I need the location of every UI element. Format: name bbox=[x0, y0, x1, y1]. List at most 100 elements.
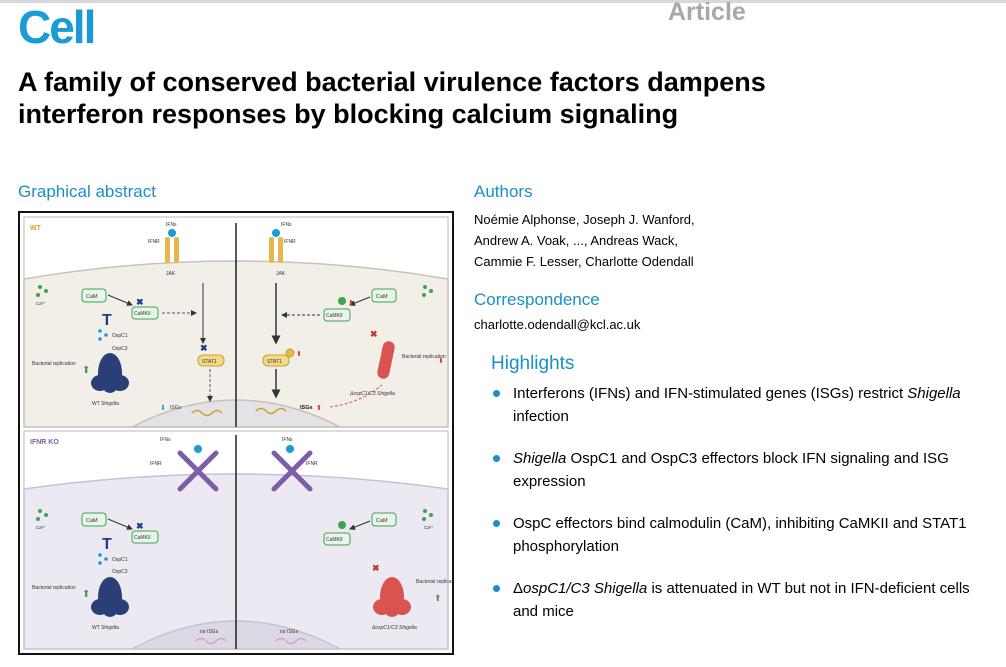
cam-box bbox=[371, 288, 397, 303]
ospc-inhibitor-icon: T bbox=[102, 312, 112, 329]
up-arrow-icon: ⬆ bbox=[348, 299, 354, 307]
cam-arrow bbox=[107, 294, 133, 306]
authors-line: Andrew A. Voak, ..., Andreas Wack, bbox=[474, 233, 679, 248]
stat1-box bbox=[197, 354, 225, 367]
ifns-label: IFNs bbox=[160, 437, 171, 443]
stat1-box bbox=[262, 354, 290, 367]
bullet-dot bbox=[493, 585, 500, 592]
wt-shigella-icon bbox=[111, 375, 129, 391]
cam-arrow bbox=[349, 520, 371, 530]
wt-shigella-icon bbox=[111, 599, 129, 615]
wt-shigella-label: WT Shigella bbox=[92, 401, 119, 407]
up-arrow-icon: ⬆ bbox=[316, 404, 322, 412]
ospc3-label: OspC3 bbox=[112, 569, 128, 575]
ospc-dot bbox=[98, 329, 102, 333]
jak-label: JAK bbox=[166, 271, 176, 277]
top-rule bbox=[0, 0, 1006, 3]
ifn-molecule-icon bbox=[272, 229, 280, 237]
graphical-abstract-heading: Graphical abstract bbox=[18, 182, 156, 201]
up-arrow-icon: ⬆ bbox=[296, 350, 302, 358]
journal-logo: Cell bbox=[18, 1, 96, 53]
calcium-dot bbox=[36, 517, 40, 521]
camkii-label: CaMKII bbox=[134, 535, 151, 541]
calcium-dot bbox=[44, 513, 48, 517]
calcium-dot bbox=[38, 509, 42, 513]
ifnr-receptor-icon bbox=[174, 237, 179, 263]
mutant-shigella-label: ΔospC1/C3 Shigella bbox=[349, 391, 395, 397]
camkii-box bbox=[323, 308, 351, 322]
no-isgs-label: no ISGs bbox=[280, 629, 299, 635]
camkii-label: CaMKII bbox=[326, 537, 343, 543]
mutant-shigella-icon bbox=[373, 599, 391, 615]
ko-receptor-cross-icon bbox=[177, 450, 219, 492]
graphical-abstract-svg: WT IFNs IFNR JAK IFNs IFNR JAK Ca²⁺ CaM bbox=[23, 216, 452, 650]
highlight-item: Interferons (IFNs) and IFN-stimulated ge… bbox=[491, 382, 991, 447]
isgs-label: ISGs bbox=[300, 405, 313, 411]
ko-label: IFNR KO bbox=[30, 439, 59, 446]
stat1-label: STAT1 bbox=[202, 359, 217, 365]
ospc1-label: OspC1 bbox=[112, 333, 128, 339]
ifnr-receptor-icon bbox=[269, 237, 274, 263]
article-title: A family of conserved bacterial virulenc… bbox=[18, 67, 766, 129]
dna-icon bbox=[195, 637, 227, 645]
bullet-dot bbox=[493, 520, 500, 527]
ifns-label: IFNs bbox=[282, 437, 293, 443]
cam-label: CaM bbox=[86, 294, 98, 300]
highlights-heading: Highlights bbox=[491, 353, 575, 374]
ospc-inhibitor-icon: T bbox=[102, 536, 112, 553]
ifnr-receptor-icon bbox=[278, 237, 283, 263]
wt-shigella-label: WT Shigella bbox=[92, 625, 119, 631]
calcium-label: Ca²⁺ bbox=[36, 525, 46, 530]
no-effector-x-icon: ✖ bbox=[370, 329, 378, 339]
replication-label: Bacterial replication bbox=[402, 354, 446, 360]
cam-box bbox=[81, 512, 107, 527]
down-arrow-icon: ⬇ bbox=[438, 357, 444, 365]
jak-label: JAK bbox=[276, 271, 286, 277]
ospc-dot bbox=[98, 337, 102, 341]
correspondence-email[interactable]: charlotte.odendall@kcl.ac.uk bbox=[474, 317, 641, 332]
cam-box bbox=[371, 512, 397, 527]
ifn-molecule-icon bbox=[286, 445, 294, 453]
restriction-dashed-arrow bbox=[329, 384, 383, 408]
calcium-dot bbox=[38, 285, 42, 289]
ospc-dot bbox=[104, 557, 108, 561]
replication-label: Bacterial replication bbox=[32, 585, 76, 591]
ifn-molecule-icon bbox=[168, 229, 176, 237]
up-arrow-icon: ⬆ bbox=[82, 365, 90, 376]
highlight-item: OspC effectors bind calmodulin (CaM), in… bbox=[491, 512, 991, 577]
cam-label: CaM bbox=[376, 518, 388, 524]
phospho-icon bbox=[338, 297, 346, 305]
ifnr-label: IFNR bbox=[284, 239, 296, 245]
highlight-item: Shigella OspC1 and OspC3 effectors block… bbox=[491, 447, 991, 512]
isgs-label: ISGs bbox=[170, 405, 182, 411]
correspondence-heading: Correspondence bbox=[474, 290, 600, 309]
phospho-icon bbox=[338, 521, 346, 529]
calcium-dot bbox=[429, 513, 433, 517]
authors-heading: Authors bbox=[474, 182, 533, 201]
ospc1-label: OspC1 bbox=[112, 557, 128, 563]
calcium-dot bbox=[44, 289, 48, 293]
mutant-shigella-icon bbox=[393, 599, 411, 615]
wt-panel: WT IFNs IFNR JAK IFNs IFNR JAK Ca²⁺ CaM bbox=[23, 216, 449, 428]
camkii-label: CaMKII bbox=[134, 311, 151, 317]
article-type-label: Article bbox=[668, 0, 746, 26]
camkii-label: CaMKII bbox=[326, 313, 343, 319]
cam-arrow bbox=[349, 296, 371, 306]
ifnr-ko-panel: IFNR KO IFNs IFNR IFNs IFNR Ca²⁺ CaM T C… bbox=[23, 430, 452, 650]
ifnr-receptor-icon bbox=[165, 237, 170, 263]
calcium-dot bbox=[423, 509, 427, 513]
up-arrow-icon: ⬆ bbox=[434, 593, 442, 603]
ifnr-label: IFNR bbox=[148, 239, 160, 245]
down-arrow-icon: ⬇ bbox=[160, 404, 166, 412]
calcium-label: Ca²⁺ bbox=[36, 301, 46, 306]
blocked-x-icon: ✖ bbox=[136, 297, 144, 307]
ospc-dot bbox=[98, 553, 102, 557]
ifn-molecule-icon bbox=[194, 445, 202, 453]
camkii-box bbox=[131, 306, 159, 320]
blocked-x-icon: ✖ bbox=[200, 343, 208, 353]
authors-line: Cammie F. Lesser, Charlotte Odendall bbox=[474, 254, 694, 269]
camkii-box bbox=[131, 530, 159, 544]
highlight-item: ΔospC1/C3 Shigella is attenuated in WT b… bbox=[491, 577, 991, 642]
graphical-abstract-figure: WT IFNs IFNR JAK IFNs IFNR JAK Ca²⁺ CaM bbox=[18, 211, 454, 655]
bullet-dot bbox=[493, 455, 500, 462]
